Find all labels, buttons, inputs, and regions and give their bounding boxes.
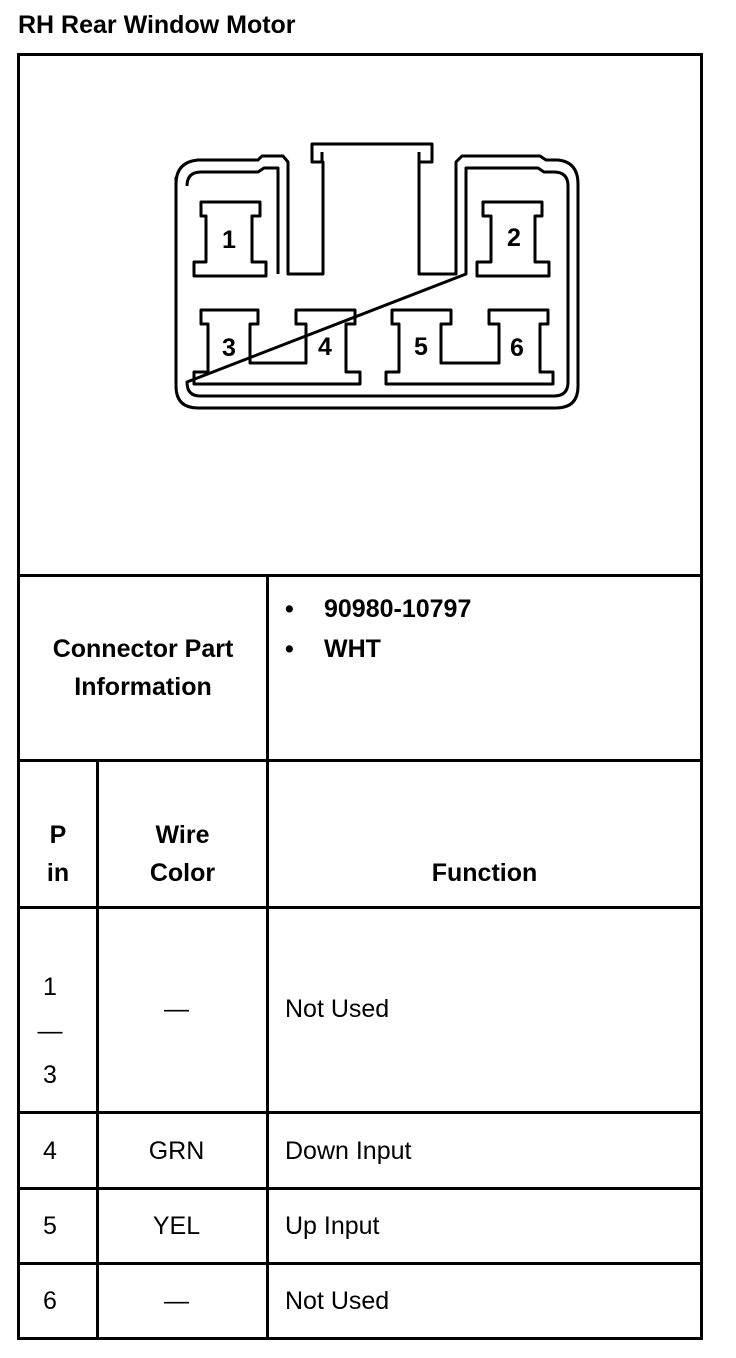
pin-cavity-5-6 [384,308,555,386]
wire-color-cell: — [164,995,189,1023]
column-divider-function [266,574,269,1340]
divider-header [17,906,703,909]
connector-housing-inner [185,166,570,398]
header-pin: P in [20,820,96,888]
divider-row1 [17,1111,703,1114]
pin-cell: 6 [43,1287,57,1315]
function-cell: Not Used [285,995,390,1023]
pin-cavity-2 [475,200,551,278]
divider-row2 [17,1187,703,1190]
pin-label-6: 6 [510,334,524,362]
border-right [700,53,703,1340]
part-info-label: Connector Part Information [20,634,266,702]
connector-diagram: 1 2 3 4 5 6 [174,142,580,410]
connector-color: WHT [324,635,381,663]
pin-cavity-1 [192,200,268,278]
function-cell: Up Input [285,1212,380,1240]
pin-cell: 4 [43,1137,57,1165]
pin-label-3: 3 [222,334,236,362]
pin-label-4: 4 [318,333,332,361]
divider-row3 [17,1262,703,1265]
connector-latch [320,152,421,162]
header-pin-line1: P [49,821,67,849]
bullet-icon: • [285,635,294,663]
page-title: RH Rear Window Motor [18,11,296,39]
pin-cell: 5 [43,1212,57,1240]
function-cell: Down Input [285,1137,412,1165]
pin-range: 1 — 3 [20,972,80,1090]
pin-cavity-3-4 [192,308,362,386]
connector-housing-outline [174,142,580,410]
pin-label-5: 5 [414,333,428,361]
pin-range-end: 3 [43,1061,57,1089]
function-cell: Not Used [285,1287,390,1315]
wire-color-cell: — [164,1287,189,1315]
part-info-label-line2: Information [74,673,212,701]
pin-label-1: 1 [222,226,236,254]
part-info-label-line1: Connector Part [52,635,234,663]
border-left [17,53,20,1340]
header-wire-color: Wire Color [99,820,266,888]
border-bottom [17,1337,703,1340]
wire-color-cell: GRN [148,1137,205,1165]
header-wire-line2: Color [149,859,216,887]
wire-color-cell: YEL [152,1212,201,1240]
pin-label-2: 2 [507,224,521,252]
bullet-icon: • [285,595,294,623]
divider-diagram [17,574,703,577]
header-function: Function [431,859,538,887]
divider-partinfo [17,759,703,762]
header-pin-line2: in [46,859,70,887]
pin-range-dash: — [37,1017,63,1045]
pin-range-start: 1 [43,973,57,1001]
border-top [17,53,703,56]
header-wire-line1: Wire [155,821,210,849]
part-number: 90980-10797 [324,595,472,623]
column-divider-wire [96,759,99,1340]
